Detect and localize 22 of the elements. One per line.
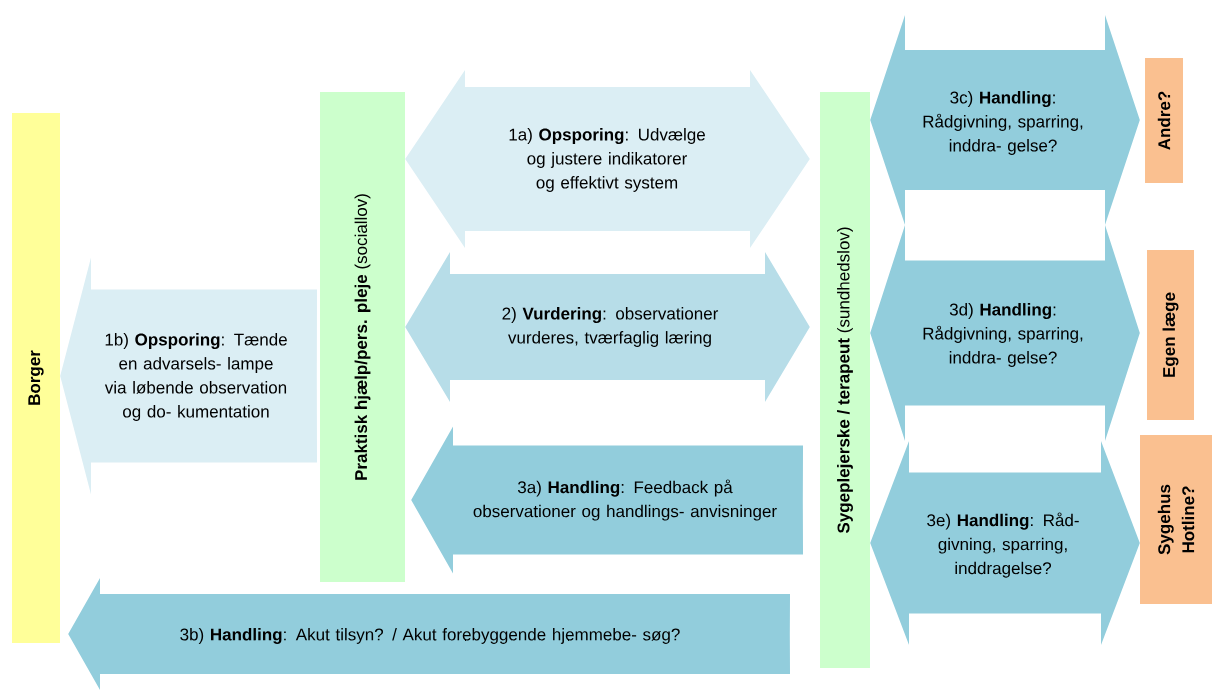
block-arrow (60, 257, 317, 495)
block-arrow (870, 225, 1140, 441)
edge-label: 3a) Handling: Feedback på observationer og handlings- anvisninger (473, 479, 777, 521)
edge-label: 3d) Handling: Rådgivning, sparring, inddra- gelse? (923, 303, 1083, 367)
edge-label: 1a) Opsporing: Udvælge og justere indikatorer og effektivt system (509, 128, 705, 192)
block-arrow (870, 441, 1140, 645)
block-arrow (870, 15, 1140, 225)
edge-label: 1b) Opsporing: Tænde en advarsels- lampe via løbende observation og do- kumentation (104, 333, 287, 421)
vertical-band: Sygeplejerske / terapeut (sundhedslov) (820, 92, 870, 668)
vertical-band: Borger (12, 113, 60, 643)
vertical-tag: Andre? (1145, 58, 1183, 183)
block-arrow (405, 70, 810, 248)
edge-label: 2) Vurdering: observationer vurderes, tværfaglig læring (502, 307, 719, 347)
vertical-band: Praktisk hjælp/pers. pleje (sociallov) (320, 92, 405, 582)
block-arrow (405, 252, 810, 402)
edge-label: 3b) Handling: Akut tilsyn? / Akut forebyggende hjemmebe- søg? (180, 628, 680, 644)
block-arrow (411, 426, 803, 574)
edge-label: 3e) Handling: Råd- givning, sparring, inddragelse? (927, 512, 1079, 578)
edge-label: 3c) Handling: Rådgivning, sparring, inddra- gelse? (923, 91, 1083, 155)
block-arrow (68, 578, 790, 690)
vertical-tag: Sygehus Hotline? (1140, 435, 1212, 604)
vertical-tag: Egen læge (1147, 250, 1194, 420)
